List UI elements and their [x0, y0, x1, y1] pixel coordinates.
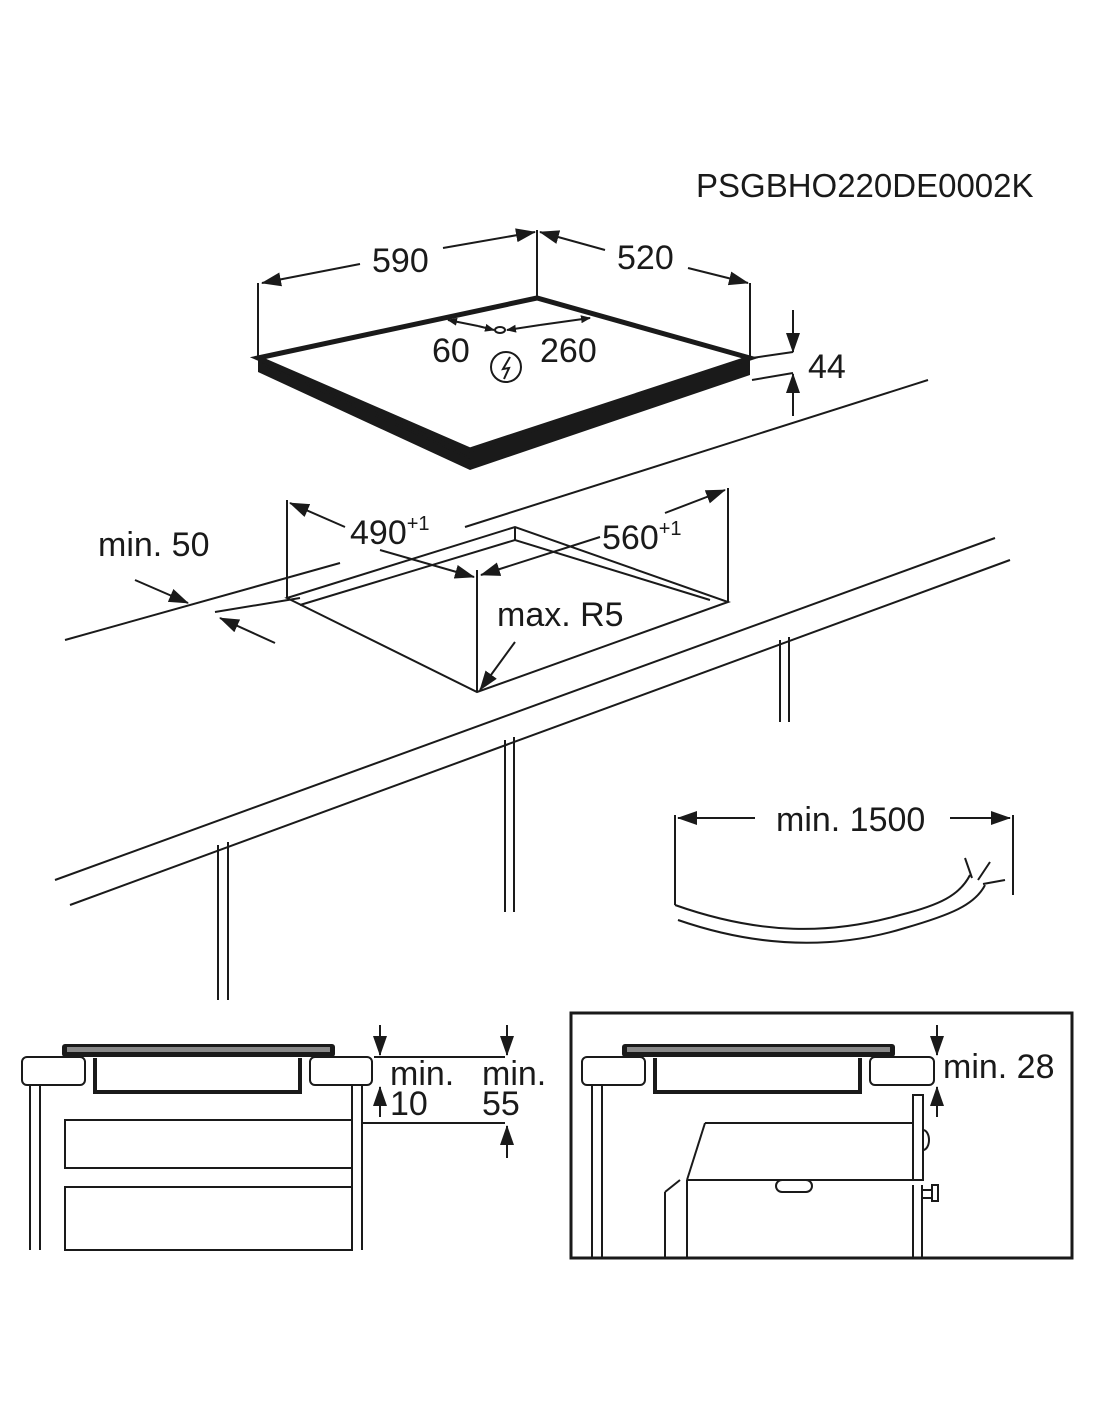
cutout-depth-label: 560+1 — [602, 518, 682, 557]
document-code: PSGBHO220DE0002K — [696, 167, 1034, 204]
connection-offset-left: 60 — [432, 332, 470, 370]
cable-length-label: min. 1500 — [776, 801, 925, 839]
hob-depth-label: 520 — [617, 239, 674, 277]
gap-10-line1: min. — [390, 1055, 454, 1093]
corner-radius-label: max. R5 — [497, 596, 624, 634]
connection-offset-right: 260 — [540, 332, 597, 370]
gap-55-line1: min. — [482, 1055, 546, 1093]
installation-over-oven: min. 28 — [569, 1011, 1074, 1260]
oven-handle — [775, 1179, 813, 1193]
hob-drawing: 590 520 60 260 44 — [249, 228, 846, 470]
cable-drawing: min. 1500 — [674, 801, 1014, 944]
installation-over-drawers: min. 10 min. 55 — [21, 1025, 546, 1251]
hob-width-label: 590 — [372, 242, 429, 280]
min-front-distance-label: min. 50 — [98, 526, 210, 564]
gap-55-line2: 55 — [482, 1085, 520, 1123]
gap-28-label: min. 28 — [943, 1048, 1055, 1086]
cutout-width-label: 490+1 — [350, 513, 430, 552]
electric-connection-icon — [490, 351, 522, 383]
worktop-drawing: 490+1 560+1 max. R5 min. 50 — [54, 379, 1011, 1000]
hob-height-label: 44 — [808, 348, 846, 386]
gap-10-line2: 10 — [390, 1085, 428, 1123]
